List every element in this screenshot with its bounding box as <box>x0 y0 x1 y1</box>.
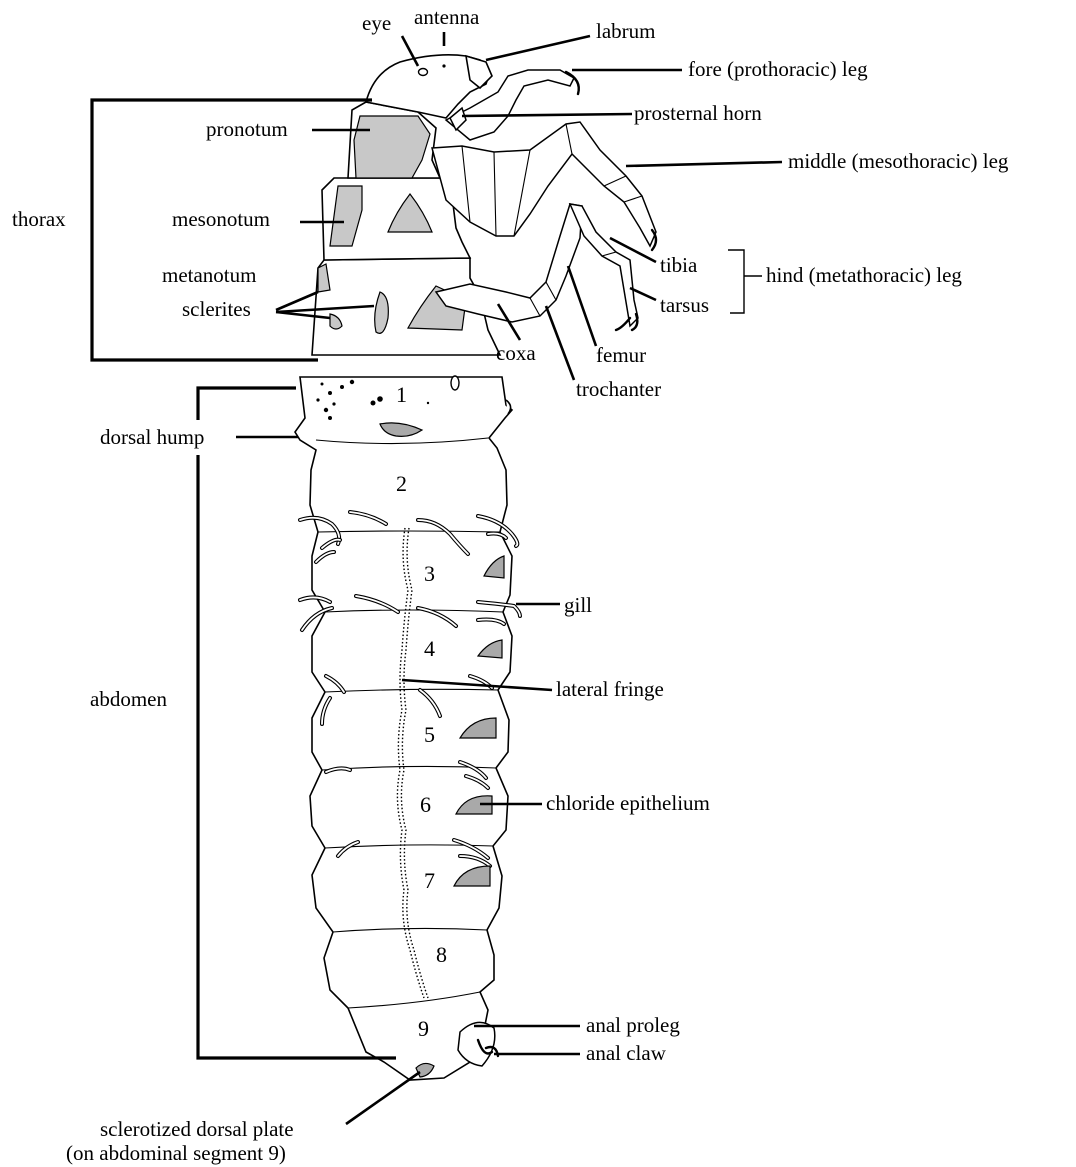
label-eye: eye <box>362 11 391 35</box>
leader-sclerotized-plate <box>346 1072 420 1124</box>
leader-labrum <box>486 36 590 60</box>
label-middle-leg: middle (mesothoracic) leg <box>788 149 1009 173</box>
antenna-dot <box>442 64 445 67</box>
segment-number-7: 7 <box>424 868 435 893</box>
label-lateral-fringe: lateral fringe <box>556 677 664 701</box>
legs <box>432 70 656 330</box>
label-sclerotized-plate-2: (on abdominal segment 9) <box>66 1141 286 1165</box>
hind-leg-bracket <box>728 250 762 313</box>
label-dorsal-hump: dorsal hump <box>100 425 204 449</box>
label-pronotum: pronotum <box>206 117 288 141</box>
segment-number-5: 5 <box>424 722 435 747</box>
label-antenna: antenna <box>414 5 480 29</box>
segment-number-3: 3 <box>424 561 435 586</box>
label-chloride-epithelium: chloride epithelium <box>546 791 710 815</box>
segment-number-9: 9 <box>418 1016 429 1041</box>
label-tibia: tibia <box>660 253 698 277</box>
label-anal-proleg: anal proleg <box>586 1013 680 1037</box>
label-gill: gill <box>564 593 592 617</box>
hind-leg-tibia <box>570 204 638 326</box>
leader-trochanter <box>546 306 574 380</box>
segment-number-4: 4 <box>424 636 435 661</box>
segment-number-8: 8 <box>436 942 447 967</box>
label-anal-claw: anal claw <box>586 1041 667 1065</box>
label-labrum: labrum <box>596 19 655 43</box>
leader-sclerites-a <box>276 292 318 310</box>
segment-number-2: 2 <box>396 471 407 496</box>
label-sclerotized-plate-1: sclerotized dorsal plate <box>100 1117 294 1141</box>
segment-number-1: 1 <box>396 382 407 407</box>
leader-femur <box>568 266 596 346</box>
label-metanotum: metanotum <box>162 263 256 287</box>
label-coxa: coxa <box>496 341 536 365</box>
label-prosternal-horn: prosternal horn <box>634 101 762 125</box>
label-fore-leg: fore (prothoracic) leg <box>688 57 868 81</box>
label-trochanter: trochanter <box>576 377 661 401</box>
leader-middle-leg <box>626 162 782 166</box>
label-femur: femur <box>596 343 646 367</box>
spot-segment-1 <box>451 376 459 390</box>
eye-spot <box>419 69 428 76</box>
label-mesonotum: mesonotum <box>172 207 270 231</box>
label-tarsus: tarsus <box>660 293 709 317</box>
label-abdomen: abdomen <box>90 687 167 711</box>
segment-number-6: 6 <box>420 792 431 817</box>
label-thorax: thorax <box>12 207 66 231</box>
label-sclerites: sclerites <box>182 297 251 321</box>
label-hind-leg: hind (metathoracic) leg <box>766 263 962 287</box>
